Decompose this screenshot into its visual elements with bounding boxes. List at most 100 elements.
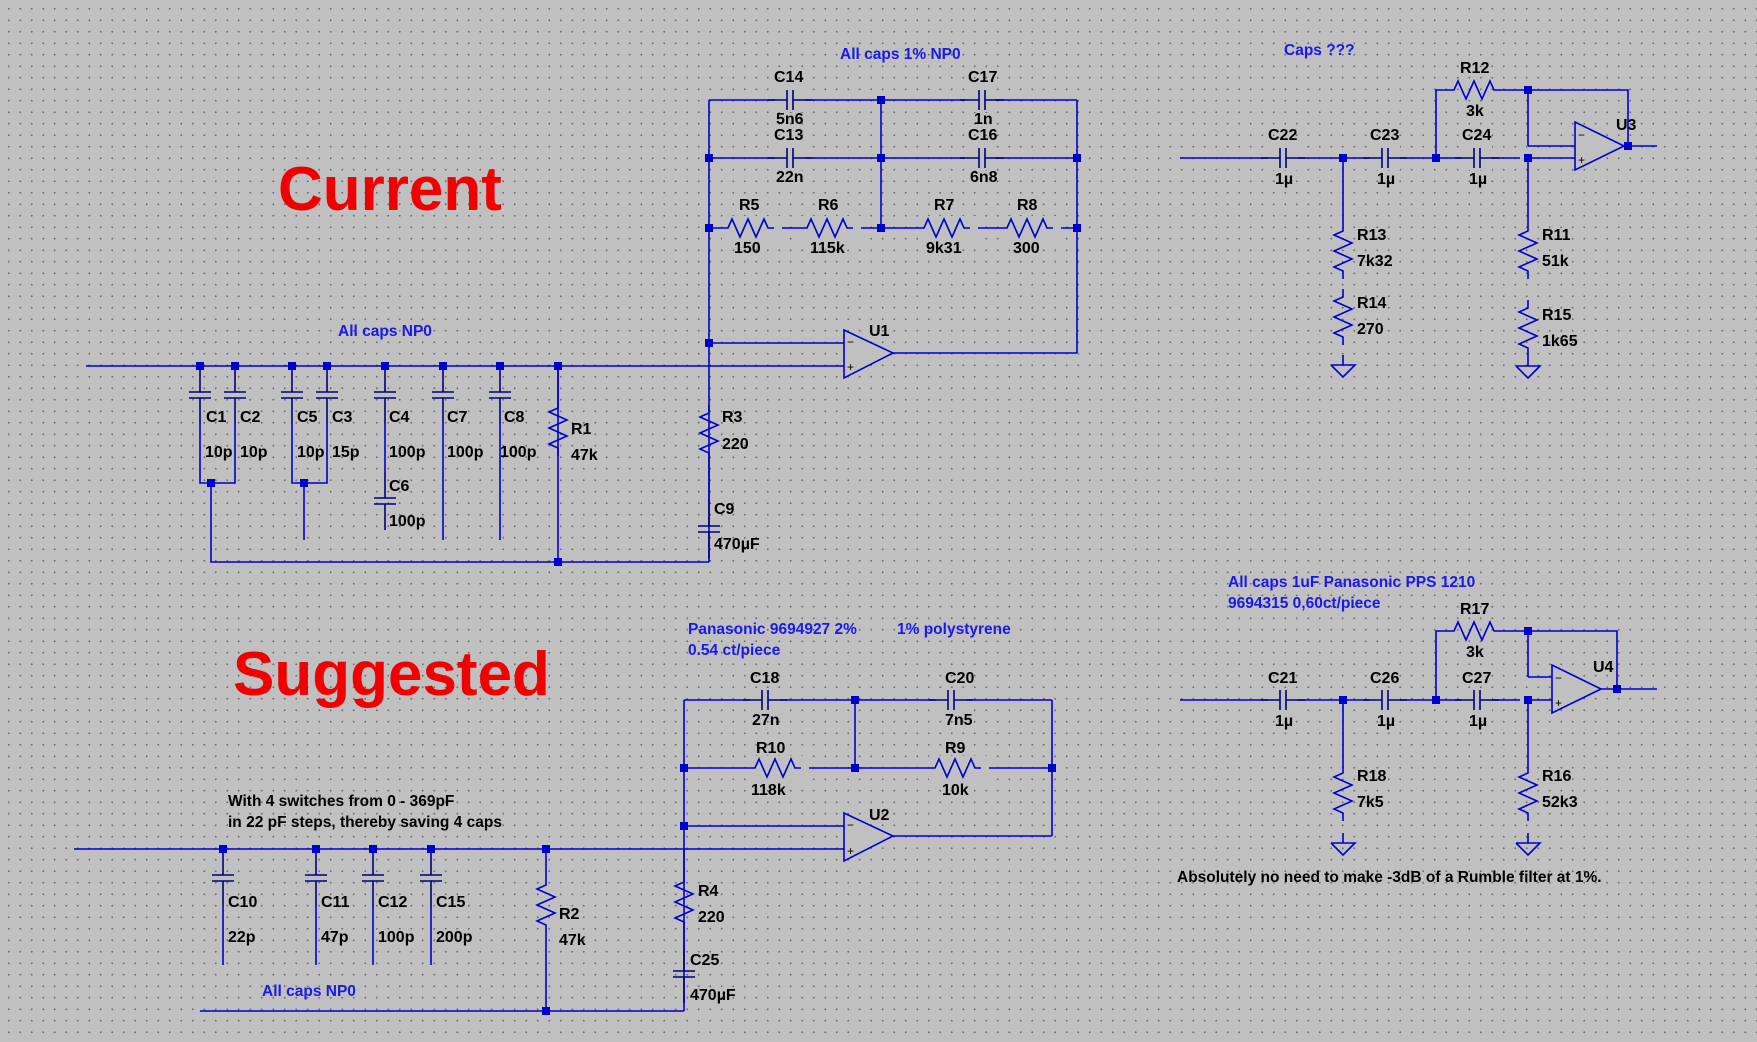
value-R10: 118k (751, 782, 786, 799)
value-C22: 1µ (1275, 171, 1293, 188)
value-C2: 10p (240, 444, 268, 461)
svg-text:+: + (847, 844, 854, 858)
current-rumble-filter: − + (1180, 80, 1657, 379)
value-C25: 470µF (690, 987, 736, 1004)
label-C23: C23 (1370, 127, 1399, 144)
label-R5: R5 (739, 197, 760, 214)
value-C12: 100p (378, 929, 415, 946)
label-C4: C4 (389, 409, 410, 426)
value-R12: 3k (1466, 103, 1484, 120)
value-C4: 100p (389, 444, 426, 461)
label-R10: R10 (756, 740, 785, 757)
value-R4: 220 (698, 909, 725, 926)
label-C14: C14 (774, 69, 803, 86)
label-R17: R17 (1460, 601, 1489, 618)
label-U2: U2 (869, 807, 890, 824)
label-R2: R2 (559, 906, 580, 923)
value-R1: 47k (571, 447, 598, 464)
label-C5: C5 (297, 409, 318, 426)
label-C27: C27 (1462, 670, 1491, 687)
label-C10: C10 (228, 894, 257, 911)
label-U1: U1 (869, 323, 890, 340)
note-pps-line2: 9694315 0,60ct/piece (1228, 595, 1381, 612)
note-panasonic-line2: 0.54 ct/piece (688, 642, 781, 659)
value-C10: 22p (228, 929, 256, 946)
value-C21: 1µ (1275, 713, 1293, 730)
note-rumble: Absolutely no need to make -3dB of a Rum… (1177, 869, 1602, 886)
label-R16: R16 (1542, 768, 1571, 785)
value-C9: 470µF (714, 536, 760, 553)
label-R8: R8 (1017, 197, 1038, 214)
value-C11: 47p (321, 929, 349, 946)
value-C1: 10p (205, 444, 233, 461)
label-R14: R14 (1357, 295, 1386, 312)
value-R3: 220 (722, 436, 749, 453)
label-C13: C13 (774, 127, 803, 144)
label-C26: C26 (1370, 670, 1399, 687)
label-R6: R6 (818, 197, 839, 214)
value-C15: 200p (436, 929, 473, 946)
value-R6: 115k (810, 240, 845, 257)
label-C17: C17 (968, 69, 997, 86)
value-C3: 15p (332, 444, 360, 461)
label-C2: C2 (240, 409, 261, 426)
label-C11: C11 (321, 894, 350, 911)
label-R15: R15 (1542, 307, 1571, 324)
label-C20: C20 (945, 670, 974, 687)
svg-text:−: − (1578, 128, 1585, 142)
note-polystyrene: 1% polystyrene (897, 621, 1011, 638)
current-phono-stage: − + (86, 88, 1081, 566)
suggested-phono-stage: − + (74, 688, 1056, 1015)
label-C7: C7 (447, 409, 468, 426)
value-C5: 10p (297, 444, 325, 461)
label-U4: U4 (1593, 659, 1614, 676)
label-C6: C6 (389, 478, 410, 495)
value-C24: 1µ (1469, 171, 1487, 188)
svg-text:+: + (1578, 153, 1585, 167)
value-R18: 7k5 (1357, 794, 1384, 811)
heading-current: Current (278, 155, 502, 224)
note-all-caps-np0-bottom: All caps NP0 (262, 983, 356, 1000)
label-C21: C21 (1268, 670, 1297, 687)
label-C22: C22 (1268, 127, 1297, 144)
note-switches-line2: in 22 pF steps, thereby saving 4 caps (228, 814, 502, 831)
heading-suggested: Suggested (233, 640, 550, 709)
value-R17: 3k (1466, 644, 1484, 661)
note-all-caps-1pct-np0: All caps 1% NP0 (840, 46, 961, 63)
svg-text:+: + (847, 360, 854, 374)
label-C15: C15 (436, 894, 465, 911)
label-R13: R13 (1357, 227, 1386, 244)
value-R7: 9k31 (926, 240, 962, 257)
value-C14: 5n6 (776, 111, 804, 128)
value-R16: 52k3 (1542, 794, 1578, 811)
label-R9: R9 (945, 740, 966, 757)
label-C25: C25 (690, 952, 719, 969)
value-C7: 100p (447, 444, 484, 461)
value-R5: 150 (734, 240, 761, 257)
note-pps-line1: All caps 1uF Panasonic PPS 1210 (1228, 574, 1475, 591)
value-C6: 100p (389, 513, 426, 530)
label-R11: R11 (1542, 227, 1571, 244)
value-R14: 270 (1357, 321, 1384, 338)
suggested-rumble-filter: − + (1180, 621, 1657, 856)
svg-text:−: − (847, 818, 854, 832)
part-labels: C1 10p C2 10p C5 10p C3 15p C4 100p C6 1… (205, 60, 1637, 1004)
value-R11: 51k (1542, 253, 1569, 270)
label-R12: R12 (1460, 60, 1489, 77)
value-R9: 10k (942, 782, 969, 799)
value-R15: 1k65 (1542, 333, 1578, 350)
label-R3: R3 (722, 409, 743, 426)
value-C20: 7n5 (945, 712, 973, 729)
label-C3: C3 (332, 409, 353, 426)
note-all-caps-np0-top: All caps NP0 (338, 323, 432, 340)
svg-text:−: − (847, 335, 854, 349)
note-panasonic-line1: Panasonic 9694927 2% (688, 621, 857, 638)
label-C8: C8 (504, 409, 525, 426)
label-C9: C9 (714, 501, 735, 518)
value-C23: 1µ (1377, 171, 1395, 188)
svg-text:−: − (1555, 671, 1562, 685)
label-C1: C1 (206, 409, 227, 426)
value-R2: 47k (559, 932, 586, 949)
label-R1: R1 (571, 421, 592, 438)
